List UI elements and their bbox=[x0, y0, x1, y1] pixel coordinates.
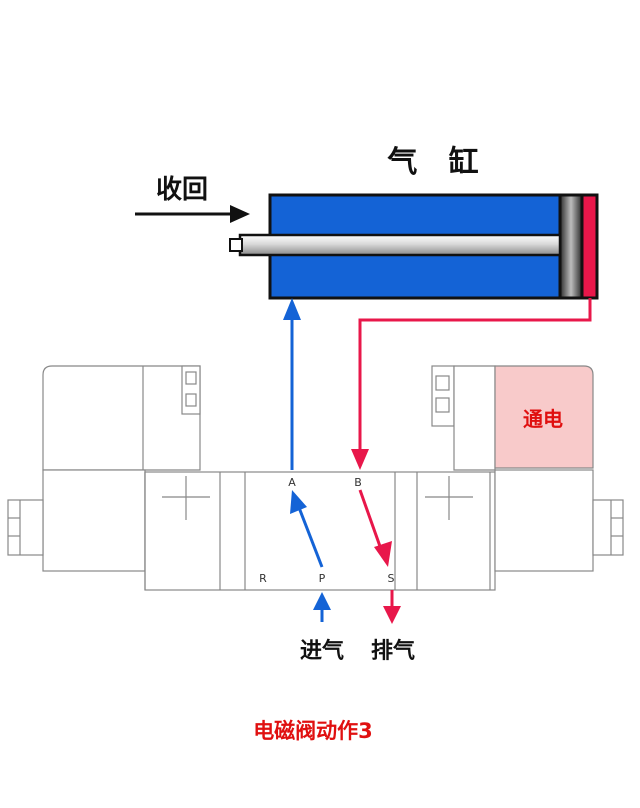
internal-p-to-a-path bbox=[296, 504, 324, 568]
port-b-label: B bbox=[354, 476, 362, 489]
exhaust-line-from-cylinder bbox=[358, 298, 592, 455]
retract-arrow-head bbox=[230, 205, 250, 223]
left-solenoid-coil bbox=[7, 365, 201, 572]
exhaust-label: 排气 bbox=[371, 638, 415, 664]
energized-label: 通电 bbox=[523, 407, 563, 431]
inlet-label: 进气 bbox=[300, 638, 344, 664]
rod-end bbox=[229, 238, 243, 252]
cylinder-end-chamber bbox=[580, 193, 599, 300]
inlet-arrow-head bbox=[313, 592, 331, 610]
port-p-label: P bbox=[319, 572, 326, 585]
retract-label: 收回 bbox=[156, 175, 208, 205]
port-a-label: A bbox=[288, 476, 296, 489]
internal-b-to-s-arrow bbox=[374, 541, 392, 567]
valve-body bbox=[144, 471, 496, 591]
exhaust-arrow-head bbox=[351, 449, 369, 470]
cylinder bbox=[229, 193, 599, 300]
supply-arrow-head bbox=[283, 298, 301, 320]
energized-coil-indicator bbox=[494, 365, 594, 469]
internal-p-to-a-arrow bbox=[290, 490, 307, 514]
cylinder-piston bbox=[558, 193, 584, 300]
right-solenoid-coil bbox=[431, 365, 624, 572]
internal-b-to-s-path bbox=[358, 489, 384, 553]
port-r-label: R bbox=[259, 572, 267, 585]
exhaust-arrow-head-out bbox=[383, 606, 401, 624]
cylinder-title: 气 缸 bbox=[387, 145, 478, 180]
piston-rod bbox=[238, 233, 562, 257]
diagram-caption: 电磁阀动作3 bbox=[253, 719, 373, 743]
solenoid-valve bbox=[7, 365, 624, 591]
port-s-label: S bbox=[388, 572, 395, 585]
